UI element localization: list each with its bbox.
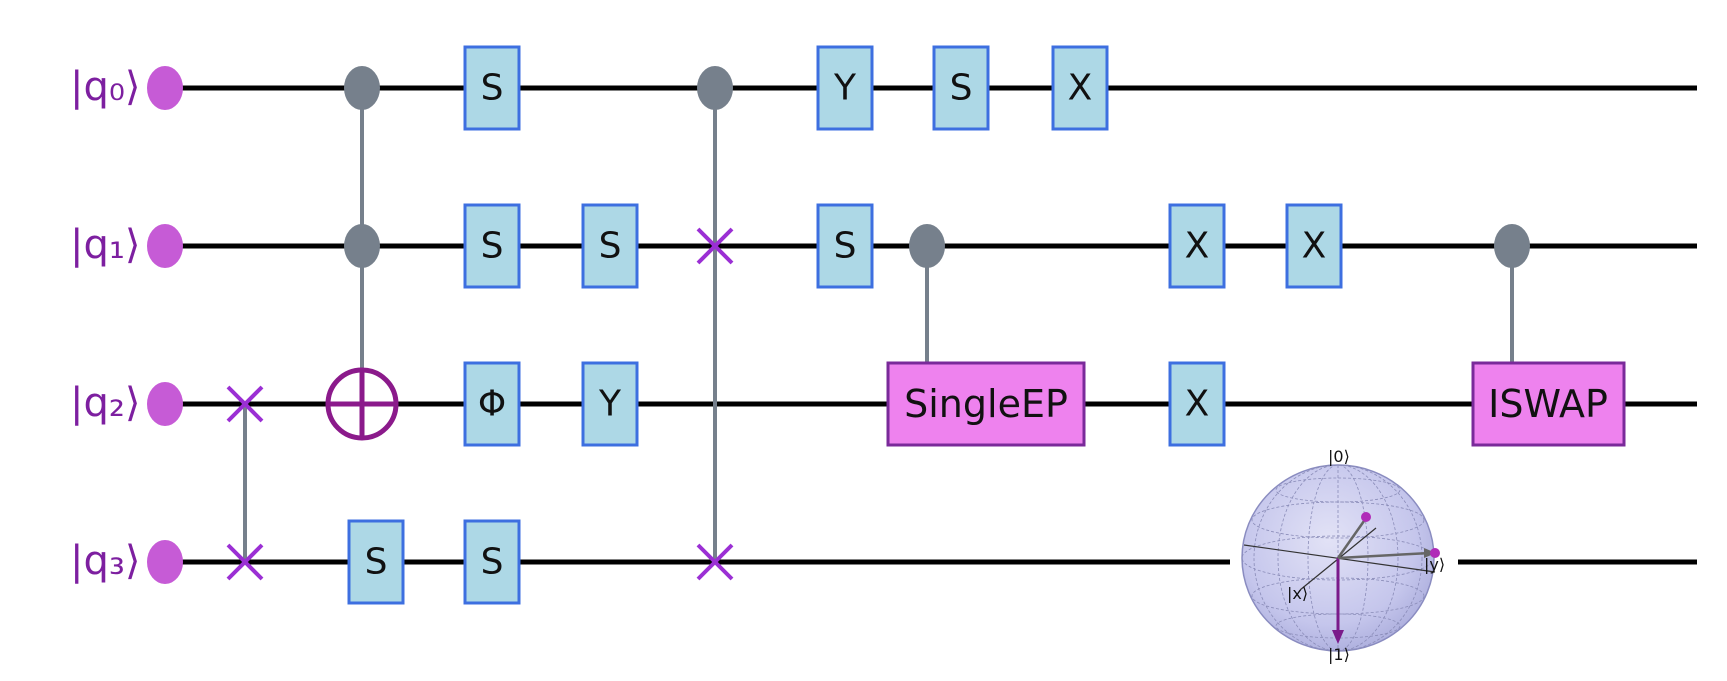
bloch-label-0: |0⟩ — [1328, 447, 1350, 466]
svg-text:SingleEP: SingleEP — [904, 382, 1068, 426]
gate-s-q1-a: S — [463, 203, 521, 289]
qubit-dot-q1 — [147, 224, 183, 268]
svg-text:S: S — [481, 68, 504, 109]
gate-x-q2: X — [1168, 361, 1226, 447]
toffoli-gate — [325, 66, 399, 441]
gate-s-q1-b: S — [581, 203, 639, 289]
qubit-label-q3: |q₃⟩ — [70, 538, 141, 584]
qubit-label-q0: |q₀⟩ — [70, 64, 141, 110]
bloch-label-1: |1⟩ — [1328, 645, 1350, 664]
svg-text:X: X — [1185, 384, 1210, 425]
svg-text:Y: Y — [598, 384, 622, 425]
svg-text:Φ: Φ — [478, 384, 506, 425]
state-point-a — [1361, 512, 1371, 522]
gate-y-q2: Y — [581, 361, 639, 447]
svg-text:S: S — [481, 542, 504, 583]
iswap-box — [1471, 361, 1626, 447]
gate-s-q0-b: S — [932, 45, 990, 131]
control-dot-cswap — [697, 66, 733, 110]
control-dot-q1 — [344, 224, 380, 268]
qubit-wires — [165, 85, 1697, 565]
gate-y-q0: Y — [816, 45, 874, 131]
gate-s-q1-c: S — [816, 203, 874, 289]
svg-text:S: S — [950, 68, 973, 109]
qubit-dot-q3 — [147, 540, 183, 584]
qubit-dot-q2 — [147, 382, 183, 426]
bloch-label-x: |x⟩ — [1287, 584, 1308, 603]
svg-text:Y: Y — [833, 68, 857, 109]
qubit-dot-q0 — [147, 66, 183, 110]
svg-text:S: S — [834, 226, 857, 267]
gate-s-q3-a: S — [347, 519, 405, 605]
svg-text:S: S — [599, 226, 622, 267]
singleep-box — [886, 361, 1086, 447]
controlled-iswap-gate: ISWAP — [1471, 224, 1626, 447]
qubit-label-q1: |q₁⟩ — [70, 222, 141, 268]
gate-x-q1-a: X — [1168, 203, 1226, 289]
gate-x-q0: X — [1051, 45, 1109, 131]
control-dot-q0 — [344, 66, 380, 110]
controlled-swap-gate — [696, 66, 734, 581]
qubit-label-q2: |q₂⟩ — [70, 380, 141, 426]
gate-phi-q2: Φ — [463, 361, 521, 447]
svg-text:X: X — [1068, 68, 1093, 109]
svg-text:X: X — [1185, 226, 1210, 267]
svg-text:S: S — [365, 542, 388, 583]
controlled-singleep-gate: SingleEP — [886, 224, 1086, 447]
control-dot-iswap — [1494, 224, 1530, 268]
qubit-inputs — [147, 66, 183, 584]
control-dot-singleep — [909, 224, 945, 268]
bloch-label-y: |y⟩ — [1424, 555, 1445, 574]
gate-x-q1-b: X — [1285, 203, 1343, 289]
swap-gate-q2-q3 — [226, 385, 264, 581]
svg-text:S: S — [481, 226, 504, 267]
bloch-sphere: |0⟩ |1⟩ |x⟩ |y⟩ — [1241, 447, 1445, 664]
state-point-b — [1430, 548, 1440, 558]
gate-s-q3-b: S — [463, 519, 521, 605]
gate-s-q0-a: S — [463, 45, 521, 131]
svg-text:X: X — [1302, 226, 1327, 267]
svg-text:ISWAP: ISWAP — [1488, 382, 1608, 426]
